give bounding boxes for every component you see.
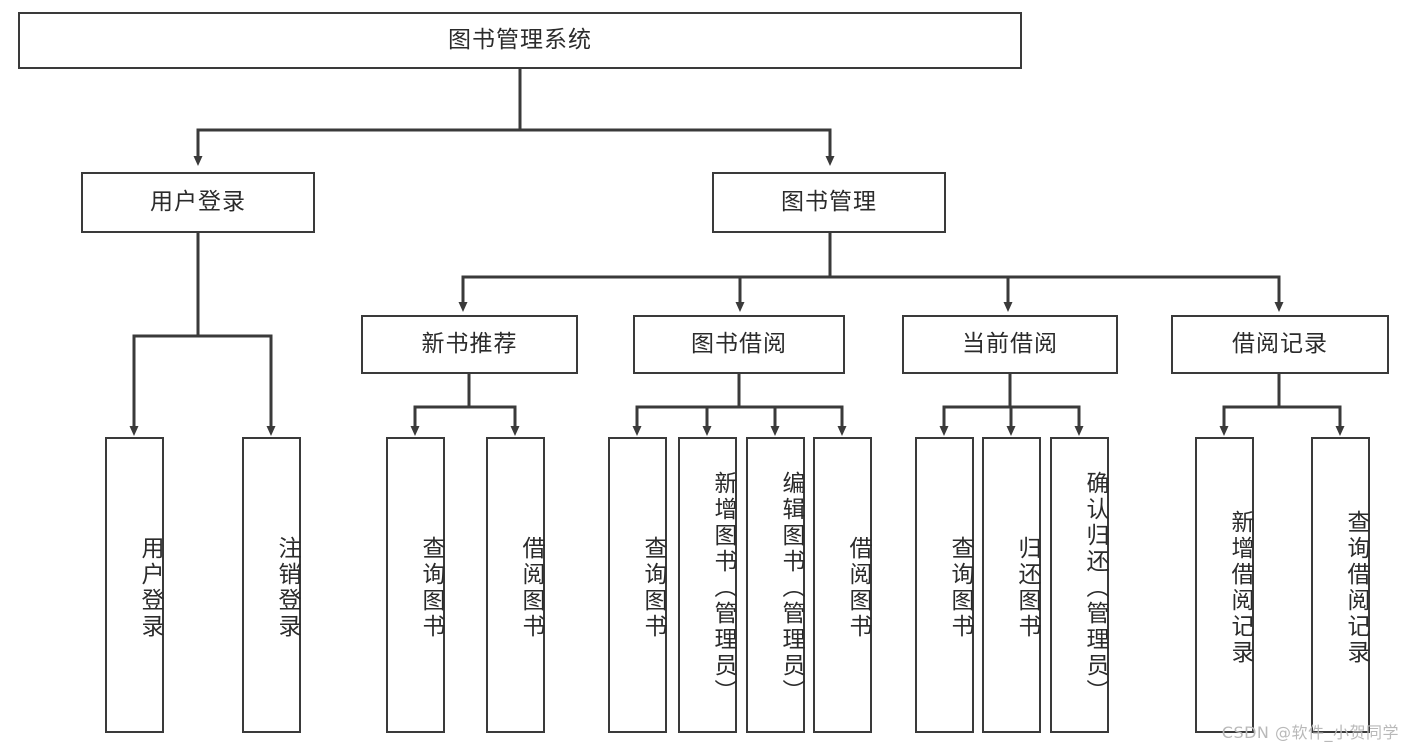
node-label: 新书推荐 [421,330,518,357]
watermark-text: CSDN @软件_小贺同学 [1221,723,1399,742]
node-current-borrow[interactable]: 当前借阅 [902,315,1118,374]
node-label: 新增图书（管理员） [710,471,736,705]
node-leaf-query-book-recommend[interactable]: 查询图书 [386,437,445,733]
node-label: 借阅图书 [518,536,544,640]
node-label: 借阅记录 [1232,330,1328,357]
node-label: 用户登录 [137,536,163,640]
node-leaf-add-borrow-record[interactable]: 新增借阅记录 [1195,437,1254,733]
node-leaf-add-book-admin[interactable]: 新增图书（管理员） [678,437,737,733]
node-label: 用户登录 [150,188,246,215]
node-book-management[interactable]: 图书管理 [712,172,946,233]
node-book-borrow[interactable]: 图书借阅 [633,315,845,374]
node-label: 查询图书 [418,536,444,640]
node-label: 图书借阅 [691,330,787,357]
node-leaf-edit-book-admin[interactable]: 编辑图书（管理员） [746,437,805,733]
node-label: 归还图书 [1014,536,1040,640]
node-new-book-recommend[interactable]: 新书推荐 [361,315,578,374]
node-leaf-query-book-current[interactable]: 查询图书 [915,437,974,733]
node-leaf-borrow-book-recommend[interactable]: 借阅图书 [486,437,545,733]
node-leaf-confirm-return-admin[interactable]: 确认归还（管理员） [1050,437,1109,733]
node-leaf-logout[interactable]: 注销登录 [242,437,301,733]
node-label: 图书管理系统 [448,26,592,53]
node-leaf-query-book-borrow[interactable]: 查询图书 [608,437,667,733]
node-label: 查询图书 [640,536,666,640]
node-label: 注销登录 [274,536,300,640]
node-leaf-user-login[interactable]: 用户登录 [105,437,164,733]
node-label: 查询借阅记录 [1343,510,1369,666]
node-label: 查询图书 [947,536,973,640]
node-label: 新增借阅记录 [1227,510,1253,666]
node-root-book-management-system[interactable]: 图书管理系统 [18,12,1022,69]
node-label: 借阅图书 [845,536,871,640]
node-label: 确认归还（管理员） [1082,471,1108,705]
node-borrow-record[interactable]: 借阅记录 [1171,315,1389,374]
node-leaf-borrow-book[interactable]: 借阅图书 [813,437,872,733]
node-label: 当前借阅 [962,330,1058,357]
node-label: 编辑图书（管理员） [778,471,804,705]
node-user-login[interactable]: 用户登录 [81,172,315,233]
node-leaf-return-book[interactable]: 归还图书 [982,437,1041,733]
node-label: 图书管理 [781,188,877,215]
node-leaf-query-borrow-record[interactable]: 查询借阅记录 [1311,437,1370,733]
